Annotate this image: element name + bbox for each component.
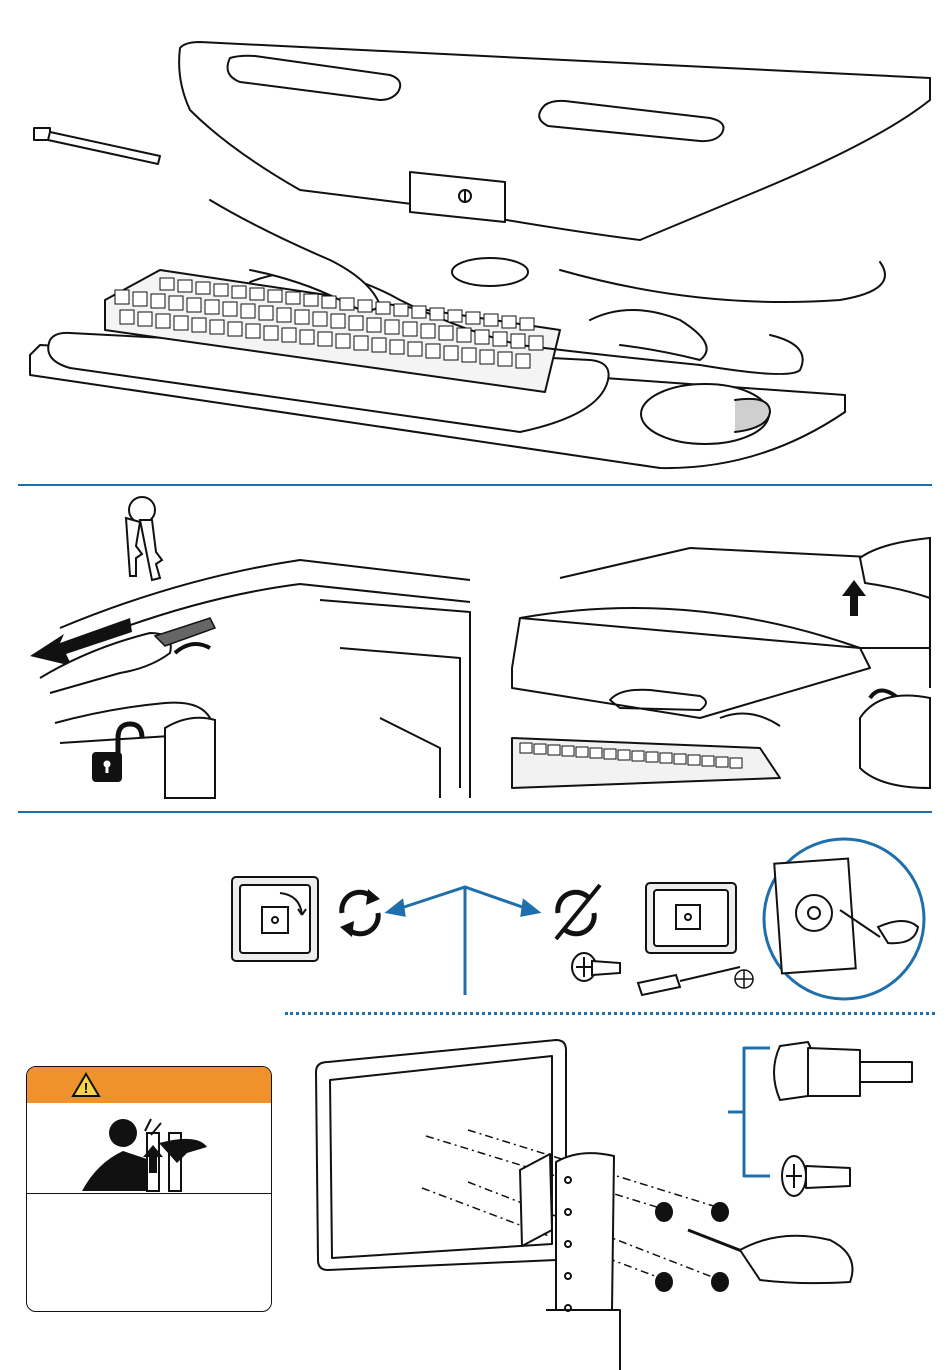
tray-removal-panel [0,488,950,808]
machine-screw-icon [782,1156,850,1196]
option-arrows [388,887,538,995]
phillips-symbol-icon [735,970,753,988]
right-hand [590,310,707,360]
phillips-screwdriver-icon [638,967,740,995]
mounting-pole [556,1153,614,1310]
keyboard-tray-illustration [0,0,950,480]
vesa-bracket [520,1154,552,1246]
screw-icon [572,953,620,981]
fixed-vesa-plate [646,883,736,953]
vesa-options-panel [0,815,950,1010]
section-divider-2 [18,811,932,813]
hand-lifting [860,538,930,788]
rotatable-vesa-plate [232,877,318,961]
tray-removal-illustration [0,488,950,808]
mounting-screws [656,1203,728,1291]
vesa-options-illustration [0,815,950,1010]
hand-with-screwdriver [740,1236,853,1283]
dotted-separator [285,1012,935,1015]
vesa-detail-callout [764,839,924,999]
monitor-mounting-panel [0,1030,950,1370]
thumbscrew-icon [774,1042,912,1100]
monitor-mounting-illustration [0,1030,950,1370]
cable-tie-icon [34,128,160,164]
lift-arrow-icon [842,580,866,616]
no-rotate-icon [556,885,600,939]
keyboard-cable-routing-panel [0,0,950,480]
keys-icon [126,497,162,580]
section-divider-1 [18,484,932,486]
